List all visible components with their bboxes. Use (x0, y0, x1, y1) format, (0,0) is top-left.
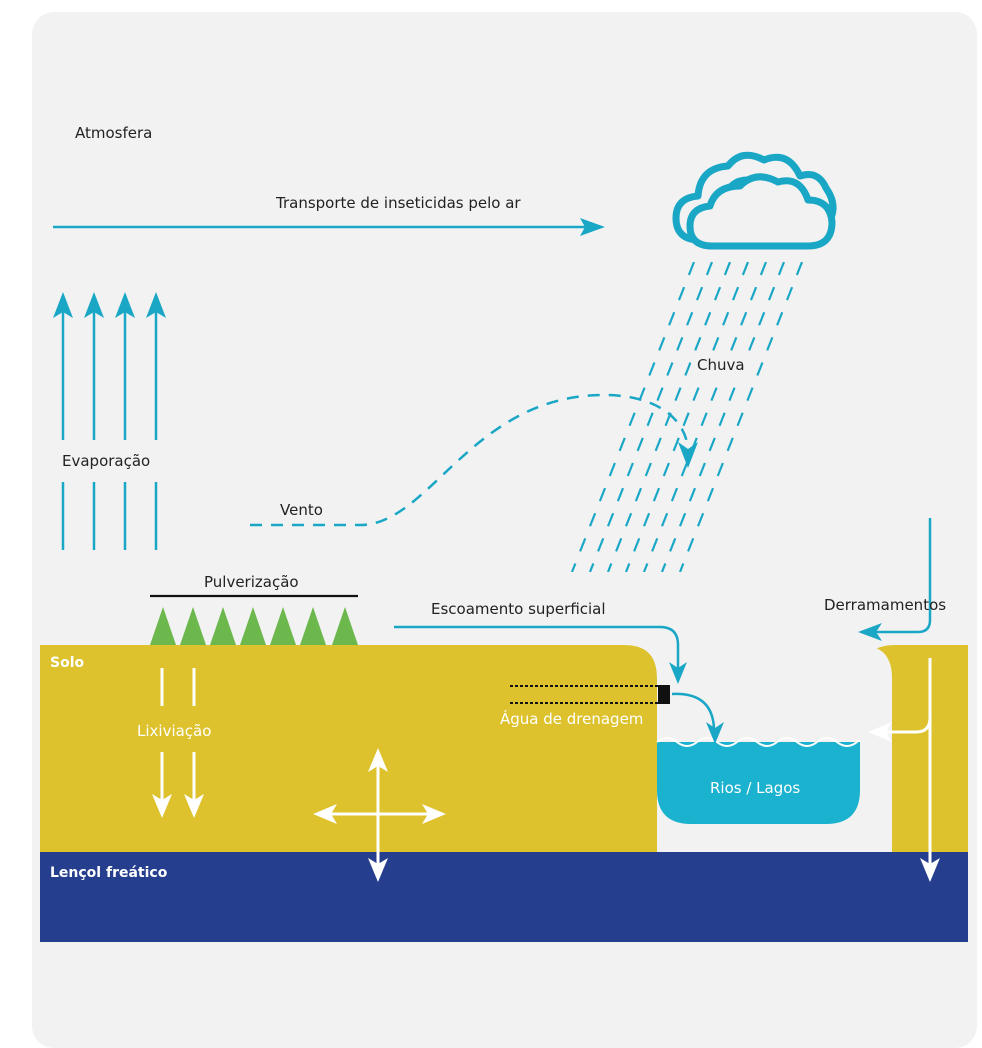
spills-label: Derramamentos (824, 596, 947, 614)
runoff-arrow (394, 625, 687, 684)
crop-triangle-icon (210, 607, 236, 645)
groundwater-arrows (868, 658, 940, 882)
rain-streaks (570, 262, 804, 572)
soil-label: Solo (50, 655, 85, 671)
crop-triangle-icon (150, 607, 176, 645)
leaching-arrows (152, 668, 204, 818)
rain-label-backdrop (691, 352, 749, 378)
air-transport-arrow (53, 218, 605, 236)
rain-label: Chuva (697, 356, 745, 374)
river-waves (656, 737, 861, 747)
rivers-lakes-label: Rios / Lagos (710, 779, 801, 797)
crop-row (150, 607, 358, 645)
leaching-label: Lixiviação (137, 722, 212, 740)
spraying-label: Pulverização (204, 573, 299, 591)
drainage-water-label: Água de drenagem (500, 710, 644, 728)
river-water (657, 742, 860, 824)
spills-arrow (858, 518, 932, 641)
wind-path-arrow (250, 393, 698, 527)
crop-triangle-icon (180, 607, 206, 645)
evaporation-label: Evaporação (62, 452, 151, 470)
cloud-front-icon (686, 173, 836, 250)
evaporation-arrows (53, 292, 166, 550)
crop-triangle-icon (240, 607, 266, 645)
atmosphere-label: Atmosfera (75, 124, 153, 142)
air-transport-label: Transporte de inseticidas pelo ar (276, 194, 521, 212)
wind-label: Vento (280, 501, 323, 519)
crop-triangle-icon (332, 607, 358, 645)
runoff-label: Escoamento superficial (431, 600, 606, 618)
crop-triangle-icon (300, 607, 326, 645)
crop-triangle-icon (270, 607, 296, 645)
dispersion-cross-arrows (313, 748, 446, 882)
water-table-label: Lençol freático (50, 865, 168, 881)
water-table-layer (40, 852, 968, 942)
drainage-pipe (510, 685, 670, 704)
drainage-outflow-arrow (671, 692, 724, 744)
